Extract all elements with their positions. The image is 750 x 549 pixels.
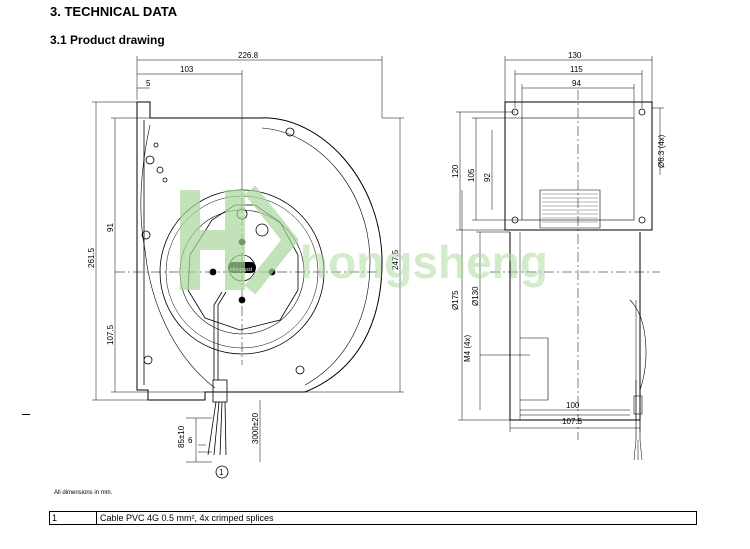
dim-hole: Ø6.3 (4x) [657, 134, 666, 168]
dim-115: 115 [570, 65, 583, 74]
callout-1: 1 [219, 468, 224, 477]
dim-cable-85: 85±10 [177, 425, 186, 448]
parts-table: 1 Cable PVC 4G 0.5 mm², 4x crimped splic… [49, 511, 697, 525]
section-title: 3. TECHNICAL DATA [50, 4, 178, 19]
margin-mark [22, 414, 30, 415]
subsection-title: 3.1 Product drawing [50, 33, 165, 47]
dim-130-dia: Ø130 [471, 286, 480, 306]
dim-cable-3000: 3000±20 [251, 412, 260, 444]
table-desc: Cable PVC 4G 0.5 mm², 4x crimped splices [100, 513, 274, 523]
dim-total-width: 226.8 [238, 51, 259, 60]
side-view [456, 56, 664, 461]
dim-center-offset: 103 [180, 65, 194, 74]
dim-m4: M4 (4x) [463, 335, 472, 362]
dim-cable-6: 6 [188, 436, 193, 445]
dim-94: 94 [572, 79, 581, 88]
table-pos: 1 [52, 513, 58, 523]
dim-100: 100 [566, 401, 580, 410]
watermark: hongsheng [180, 185, 548, 295]
dim-right-height: 247.5 [391, 249, 400, 270]
dim-lower: 107.5 [106, 324, 115, 345]
dimensions-note: All dimensions in mm. [54, 490, 113, 496]
table-divider [96, 512, 97, 524]
dim-120: 120 [451, 164, 460, 178]
dim-92: 92 [483, 173, 492, 182]
dim-107-5: 107.5 [562, 417, 583, 426]
dim-130: 130 [568, 51, 582, 60]
dim-105: 105 [467, 168, 476, 182]
dim-upper: 91 [106, 223, 115, 232]
dim-height-total: 261.5 [87, 247, 96, 268]
dim-175: Ø175 [451, 290, 460, 310]
dim-flange: 5 [146, 79, 151, 88]
watermark-text: hongsheng [300, 236, 548, 288]
